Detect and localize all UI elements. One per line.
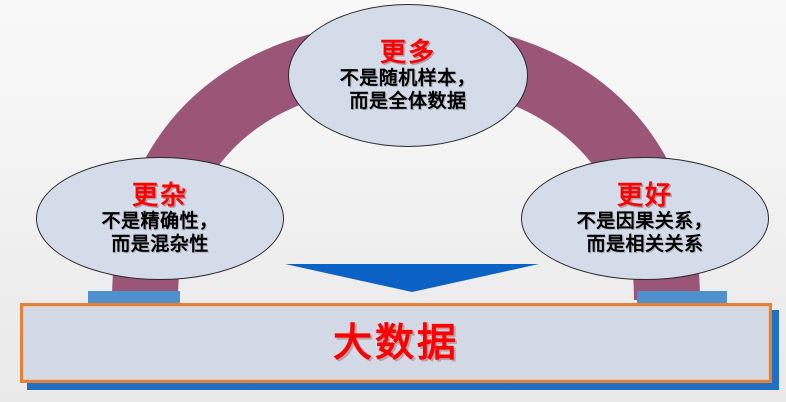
banner-label: 大数据: [332, 321, 459, 365]
bubble-right-title: 更好: [616, 180, 673, 211]
bubble-right-line-1: 不是因果关系，: [576, 210, 714, 232]
bubble-left-title: 更杂: [131, 180, 188, 211]
bubble-top-title: 更多: [379, 36, 436, 67]
bubble-top-line-1: 不是随机样本，: [339, 68, 477, 90]
bubble-top-line-2: 而是全体数据: [349, 91, 467, 113]
bubble-right-line-2: 而是相关关系: [586, 233, 704, 255]
purple-arch: [112, 22, 700, 300]
bubble-left-line-1: 不是精确性，: [101, 210, 219, 232]
bubble-left-line-2: 而是混杂性: [111, 233, 209, 255]
bubble-messier[interactable]: 更杂 不是精确性， 而是混杂性: [36, 157, 284, 280]
blue-down-arrow: [285, 264, 539, 292]
big-data-banner: 大数据: [20, 303, 772, 383]
bubble-better[interactable]: 更好 不是因果关系， 而是相关关系: [521, 157, 769, 280]
bubble-more-data[interactable]: 更多 不是随机样本， 而是全体数据: [288, 4, 528, 147]
